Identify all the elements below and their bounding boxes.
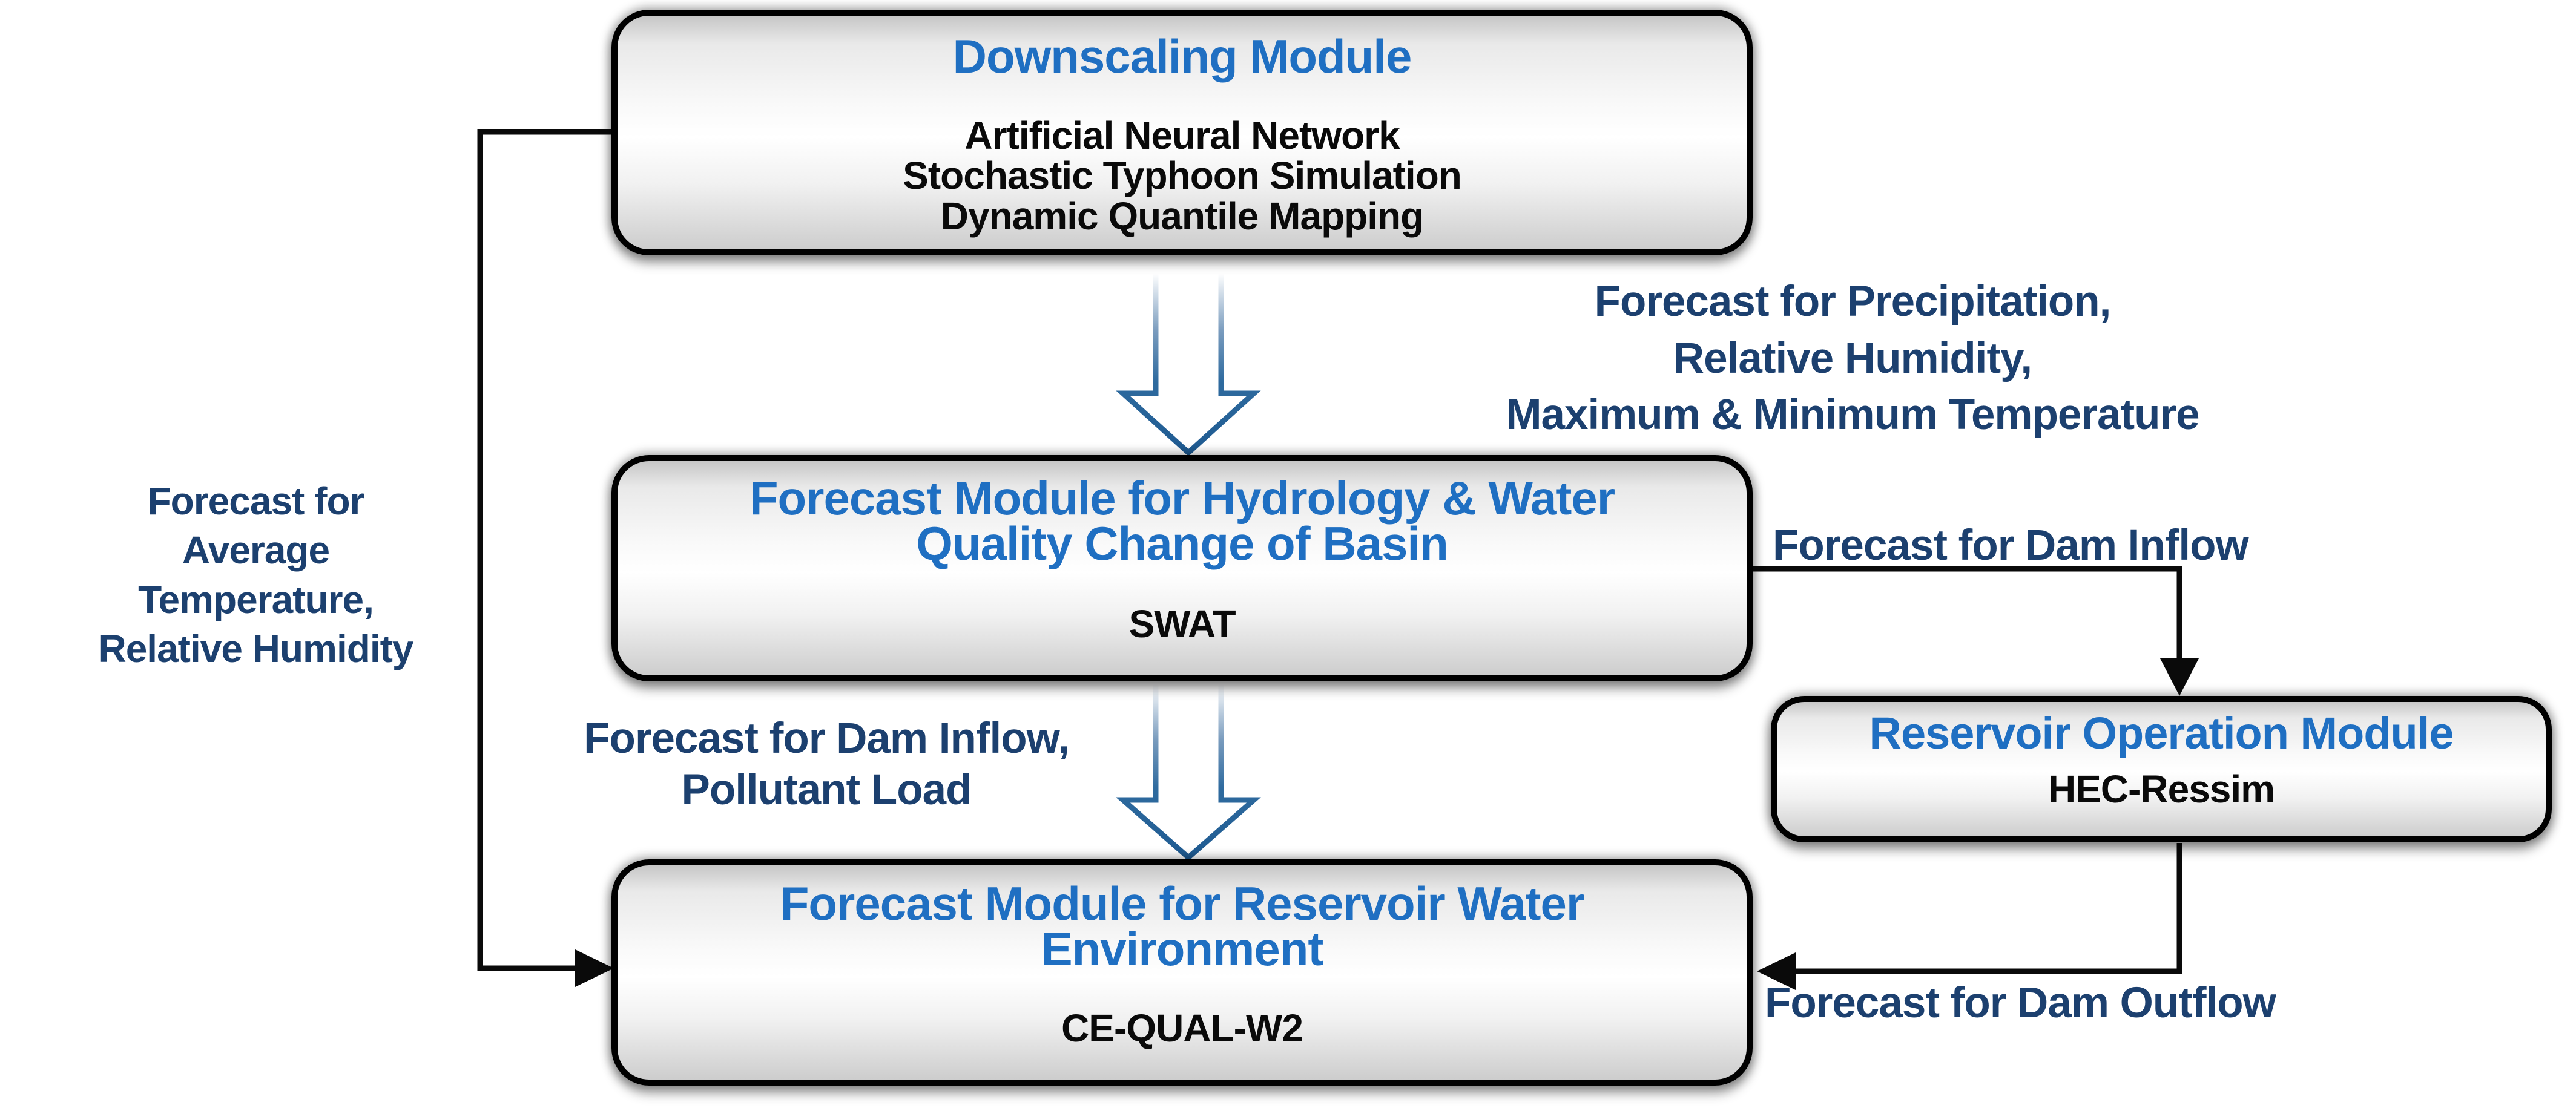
connector-dam-inflow — [1751, 566, 2199, 696]
arrowhead-right-icon — [575, 949, 614, 987]
precipitation-forecast-label: Forecast for Precipitation, Relative Hum… — [1506, 278, 2199, 439]
downscaling-module-title: Downscaling Module — [952, 30, 1412, 83]
reservoir-operation-module-model: HEC-Ressim — [2047, 767, 2275, 811]
hydrology-forecast-module-box: Forecast Module for Hydrology & Water Qu… — [611, 455, 1753, 681]
arrowhead-left-icon — [1757, 952, 1796, 990]
dam-outflow-forecast-label: Forecast for Dam Outflow — [1765, 979, 2276, 1027]
arrowhead-down-icon — [2160, 658, 2199, 696]
big-down-arrow-top-icon — [1116, 274, 1261, 457]
hydrology-forecast-module-title: Forecast Module for Hydrology & Water Qu… — [749, 471, 1615, 570]
connector-average-temp — [477, 129, 614, 987]
hydrology-forecast-module-model: SWAT — [1128, 602, 1236, 646]
connector-dam-outflow — [1757, 843, 2182, 990]
dam-inflow-pollutant-forecast-label: Forecast for Dam Inflow, Pollutant Load — [584, 715, 1070, 815]
reservoir-water-forecast-module-model: CE-QUAL-W2 — [1061, 1006, 1303, 1050]
big-down-arrow-bottom-icon — [1116, 684, 1261, 861]
dam-inflow-forecast-label: Forecast for Dam Inflow — [1773, 522, 2249, 569]
downscaling-module-methods: Artificial Neural Network Stochastic Typ… — [903, 113, 1462, 238]
reservoir-water-forecast-module-title: Forecast Module for Reservoir Water Envi… — [780, 877, 1584, 975]
average-temperature-forecast-label: Forecast for Average Temperature, Relati… — [98, 479, 413, 670]
reservoir-operation-module-box: Reservoir Operation Module HEC-Ressim — [1771, 696, 2552, 842]
reservoir-operation-module-title: Reservoir Operation Module — [1869, 708, 2454, 758]
downscaling-module-box: Downscaling Module Artificial Neural Net… — [611, 10, 1753, 255]
reservoir-water-forecast-module-box: Forecast Module for Reservoir Water Envi… — [611, 859, 1753, 1086]
